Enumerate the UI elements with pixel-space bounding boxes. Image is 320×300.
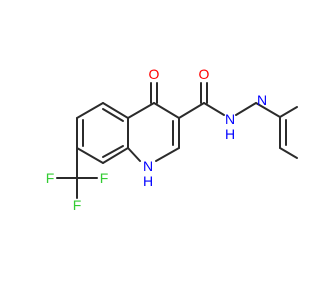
bond	[127, 102, 155, 119]
molecule-canvas: O O N H N H N F F F	[45, 66, 298, 213]
ketone-oxygen-label: O	[149, 66, 160, 82]
ring-nitrogen-label: N	[143, 158, 153, 174]
ring-nh-hydrogen-label: H	[143, 173, 153, 189]
bond	[178, 102, 205, 119]
bond	[127, 147, 141, 162]
atom-labels: O O N H N H N F F F	[46, 66, 267, 213]
fluorine-left-label: F	[46, 170, 55, 186]
bond	[102, 108, 124, 122]
bond	[235, 102, 257, 116]
pyridine-nitrogen-label: N	[257, 92, 267, 108]
bond	[153, 102, 180, 119]
bond	[76, 102, 104, 119]
bond	[76, 147, 104, 164]
bond	[255, 102, 281, 118]
amide-nitrogen-label: N	[225, 111, 235, 127]
amide-oxygen-label: O	[199, 66, 210, 82]
amide-hydrogen-label: H	[225, 126, 235, 142]
bond	[102, 102, 129, 119]
bond	[203, 102, 225, 116]
fluorine-bottom-label: F	[73, 197, 82, 213]
bond	[102, 147, 129, 164]
fluorine-right-label: F	[100, 170, 109, 186]
structure-diagram: O O N H N H N F F F	[46, 66, 298, 213]
bond	[155, 147, 180, 162]
bond	[279, 106, 298, 118]
bonds	[56, 82, 298, 199]
bond	[102, 145, 124, 158]
bond	[279, 147, 298, 159]
